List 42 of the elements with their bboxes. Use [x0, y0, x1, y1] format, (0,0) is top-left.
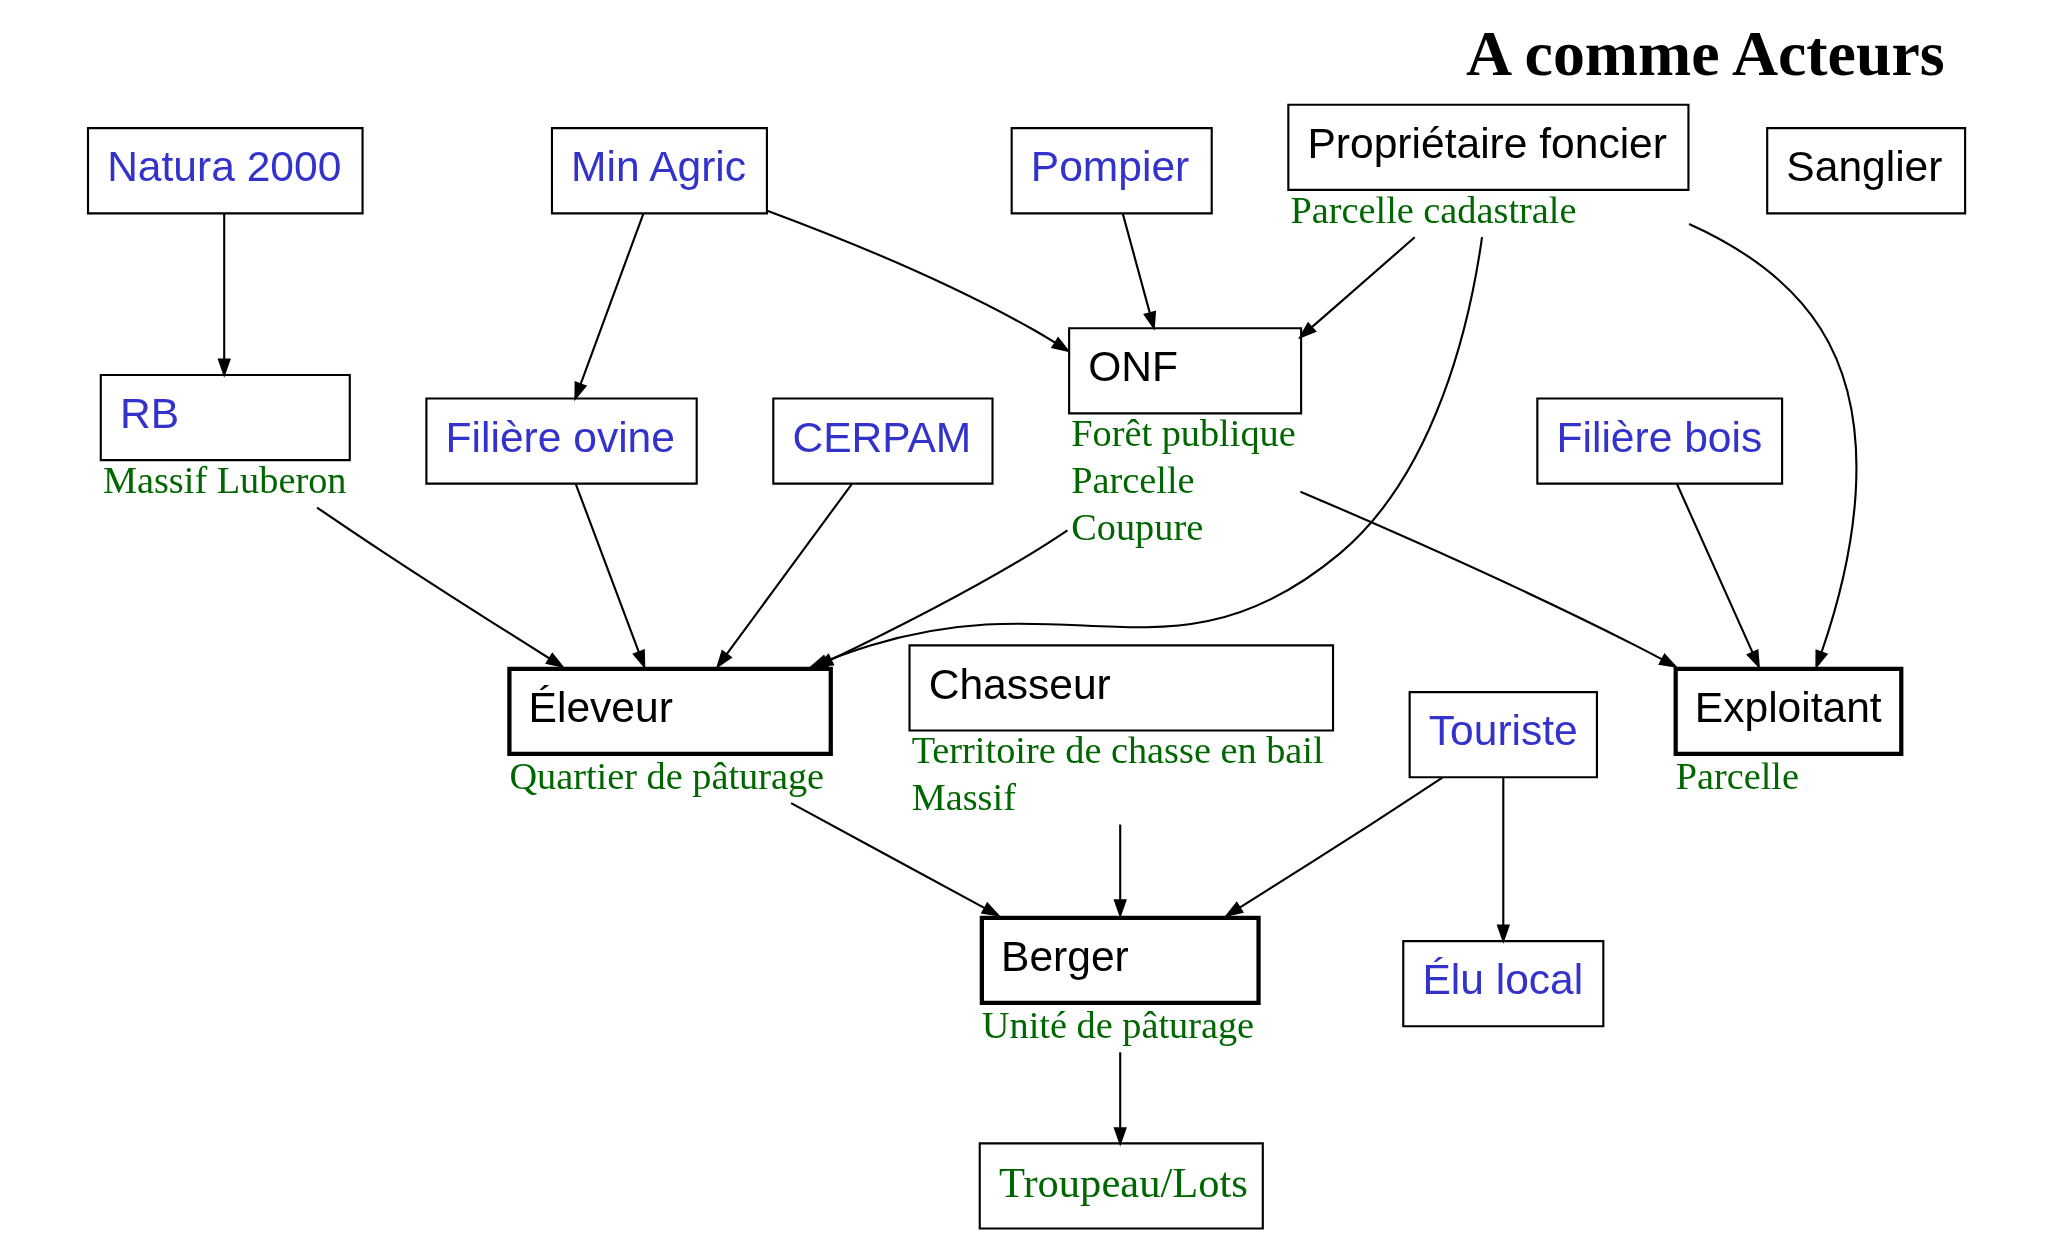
node-label: Unité de pâturage — [981, 1003, 1255, 1046]
arrow — [574, 213, 645, 401]
arrow — [766, 208, 1071, 353]
node-box: Élu local — [1402, 939, 1605, 1027]
node-box: CERPAM — [772, 396, 994, 485]
node-box: RB — [99, 373, 351, 461]
node-label: Parcelle — [1071, 458, 1195, 501]
node-box: Berger — [979, 915, 1261, 1005]
node-label: Massif — [911, 775, 1016, 818]
node-box: Pompier — [1010, 126, 1213, 214]
node-label: Quartier de pâturage — [509, 754, 825, 797]
arrow — [574, 483, 646, 669]
arrow — [1688, 222, 1858, 670]
arrow — [1676, 483, 1761, 669]
node-box: Éleveur — [507, 666, 833, 756]
node-box: Filière bois — [1536, 396, 1784, 485]
node-box: Sanglier — [1766, 126, 1967, 214]
arrow — [1300, 490, 1679, 668]
node-box: ONF — [1068, 326, 1303, 414]
arrow — [1113, 824, 1127, 918]
node-label: Forêt publique — [1071, 411, 1296, 454]
node-box: Propriétaire foncier — [1287, 103, 1690, 191]
diagram-title: A comme Acteurs — [1466, 17, 1945, 89]
arrow — [1496, 777, 1510, 944]
node-box: Touriste — [1408, 690, 1598, 778]
node-label: Parcelle — [1675, 754, 1800, 797]
node-label: Coupure — [1071, 505, 1204, 548]
node-label: Parcelle cadastrale — [1290, 188, 1577, 231]
arrow — [790, 801, 1001, 917]
node-label: Massif Luberon — [102, 458, 347, 501]
arrow — [1224, 776, 1443, 917]
node-box: Chasseur — [908, 643, 1335, 732]
arrow — [1121, 213, 1157, 331]
node-box: Exploitant — [1673, 666, 1904, 756]
node-box: Natura 2000 — [86, 126, 364, 214]
node-box: Filière ovine — [425, 396, 698, 485]
node-box: Troupeau/Lots — [978, 1141, 1264, 1230]
arrow — [316, 506, 565, 668]
node-box: Min Agric — [550, 126, 768, 214]
arrow — [217, 213, 231, 378]
arrow — [1113, 1051, 1127, 1146]
arrow — [1297, 235, 1416, 339]
